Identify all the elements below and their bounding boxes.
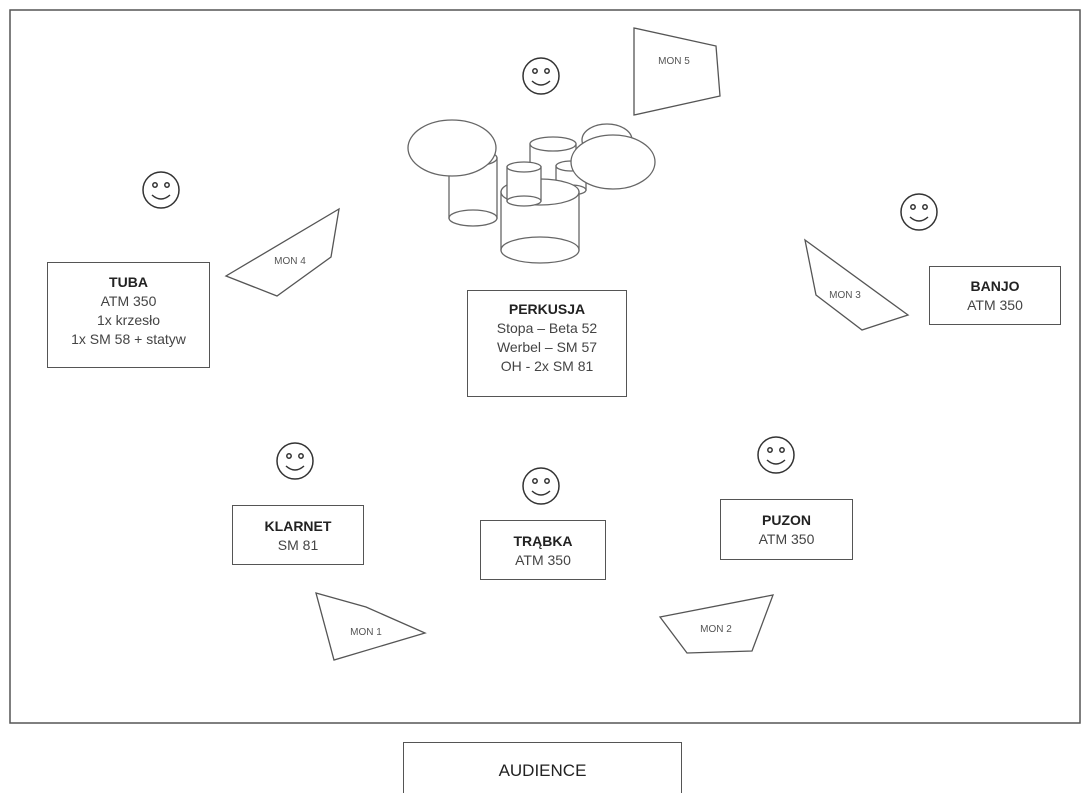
smiley-icon: [522, 57, 560, 95]
perkusja-line-3: OH - 2x SM 81: [500, 358, 594, 374]
perkusja-line-2: Werbel – SM 57: [496, 339, 598, 355]
monitor-5-label: MON 5: [658, 56, 690, 67]
smiley-icon: [757, 436, 795, 474]
klarnet-name: KLARNET: [264, 518, 332, 534]
monitor-1-shape: [315, 592, 427, 661]
klarnet-box: KLARNET SM 81: [232, 505, 364, 565]
monitor-4-label: MON 4: [274, 256, 306, 267]
monitor-3-label: MON 3: [829, 290, 861, 301]
monitor-4-shape: [224, 207, 340, 297]
tuba-box: TUBA ATM 350 1x krzesło 1x SM 58 + staty…: [47, 262, 210, 368]
smiley-icon: [522, 467, 560, 505]
banjo-box: BANJO ATM 350: [929, 266, 1061, 325]
stage-outline: [9, 9, 1081, 724]
puzon-box: PUZON ATM 350: [720, 499, 853, 560]
puzon-line-1: ATM 350: [758, 531, 815, 547]
tuba-name: TUBA: [109, 274, 148, 290]
trabka-name: TRĄBKA: [513, 533, 573, 549]
klarnet-line-1: SM 81: [277, 537, 319, 553]
tuba-line-3: 1x SM 58 + statyw: [71, 331, 186, 347]
audience-box: AUDIENCE: [403, 742, 682, 793]
perkusja-box: PERKUSJA Stopa – Beta 52 Werbel – SM 57 …: [467, 290, 627, 397]
monitor-3-shape: [804, 238, 910, 331]
trabka-box: TRĄBKA ATM 350: [480, 520, 606, 580]
monitor-1-label: MON 1: [350, 627, 382, 638]
perkusja-name: PERKUSJA: [508, 301, 586, 317]
banjo-line-1: ATM 350: [967, 297, 1023, 313]
banjo-name: BANJO: [970, 278, 1020, 294]
perkusja-line-1: Stopa – Beta 52: [496, 320, 598, 336]
audience-label: AUDIENCE: [498, 761, 587, 780]
tuba-line-1: ATM 350: [100, 293, 157, 309]
monitor-2-label: MON 2: [700, 624, 732, 635]
monitor-5-shape: [633, 27, 721, 116]
smiley-icon: [276, 442, 314, 480]
monitor-2-shape: [658, 594, 775, 654]
trabka-line-1: ATM 350: [515, 552, 571, 568]
smiley-icon: [900, 193, 938, 231]
puzon-name: PUZON: [762, 512, 811, 528]
smiley-icon: [142, 171, 180, 209]
drum-kit-icon: [407, 119, 656, 264]
tuba-line-2: 1x krzesło: [96, 312, 161, 328]
